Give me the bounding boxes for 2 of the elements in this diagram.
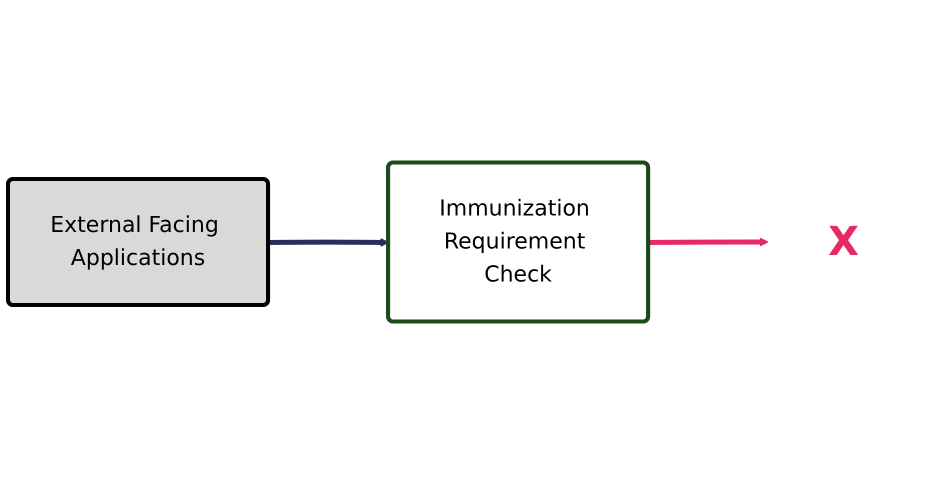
node-text: X — [828, 218, 859, 266]
arrow — [648, 238, 769, 246]
